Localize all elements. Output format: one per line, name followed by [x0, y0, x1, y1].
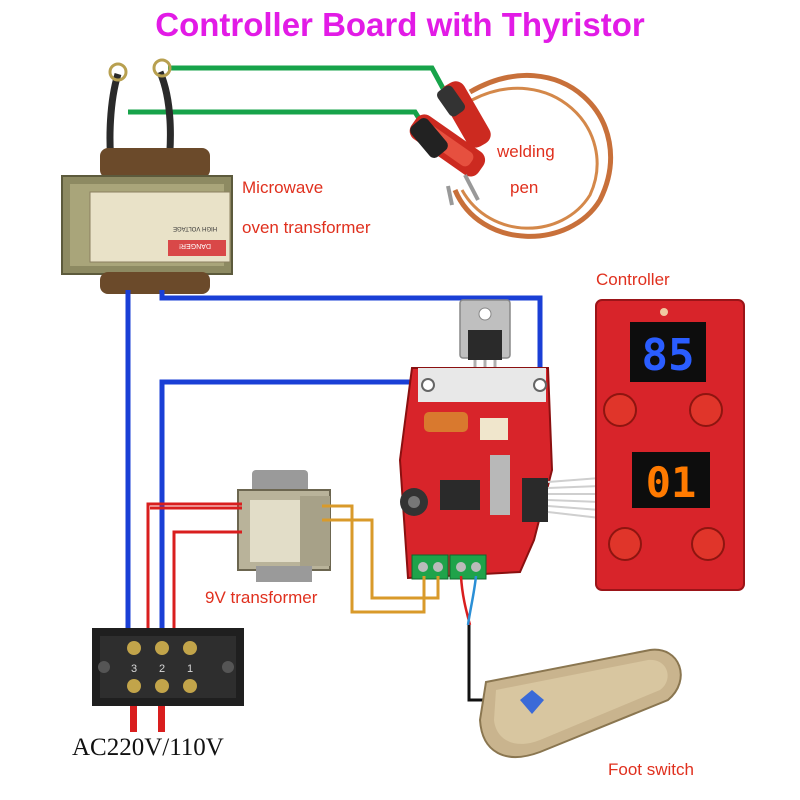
power-input-label: AC220V/110V — [72, 734, 224, 761]
diagram-title: Controller Board with Thyristor — [155, 6, 645, 43]
orange-wires — [322, 504, 440, 614]
nine-volt-transformer — [237, 470, 331, 582]
foot-switch-label: Foot switch — [608, 760, 694, 779]
foot-switch — [478, 648, 682, 758]
top-display-value: 85 — [642, 330, 695, 381]
terminal-block: 3 2 1 — [92, 628, 244, 732]
controller-panel: 85 01 — [595, 299, 745, 591]
top-left-button[interactable] — [603, 393, 637, 427]
top-display — [630, 322, 706, 382]
terminal-number-1: 1 — [187, 663, 193, 675]
bottom-right-button[interactable] — [691, 527, 725, 561]
welding-pen-label-line1: welding — [497, 142, 555, 161]
welding-pen-label-line2: pen — [510, 178, 539, 197]
controller-label: Controller — [596, 270, 670, 289]
nine-volt-transformer-label: 9V transformer — [205, 588, 318, 607]
top-right-button[interactable] — [689, 393, 723, 427]
bottom-display-value: 01 — [646, 458, 697, 507]
control-board — [398, 299, 601, 580]
red-wires — [146, 502, 242, 632]
green-wires — [128, 65, 448, 130]
welding-pen — [409, 72, 614, 239]
microwave-label-line2: oven transformer — [242, 218, 371, 237]
terminal-number-2: 2 — [159, 663, 165, 675]
high-voltage-plate-text: HIGH VOLTAGE — [173, 225, 217, 231]
blue-wires — [125, 290, 543, 628]
bottom-display — [632, 452, 710, 508]
bottom-left-button[interactable] — [608, 527, 642, 561]
danger-plate-text: DANGER! — [179, 242, 211, 249]
terminal-number-3: 3 — [131, 663, 137, 675]
microwave-transformer: DANGER! HIGH VOLTAGE — [61, 58, 233, 294]
microwave-label-line1: Microwave — [242, 178, 324, 197]
